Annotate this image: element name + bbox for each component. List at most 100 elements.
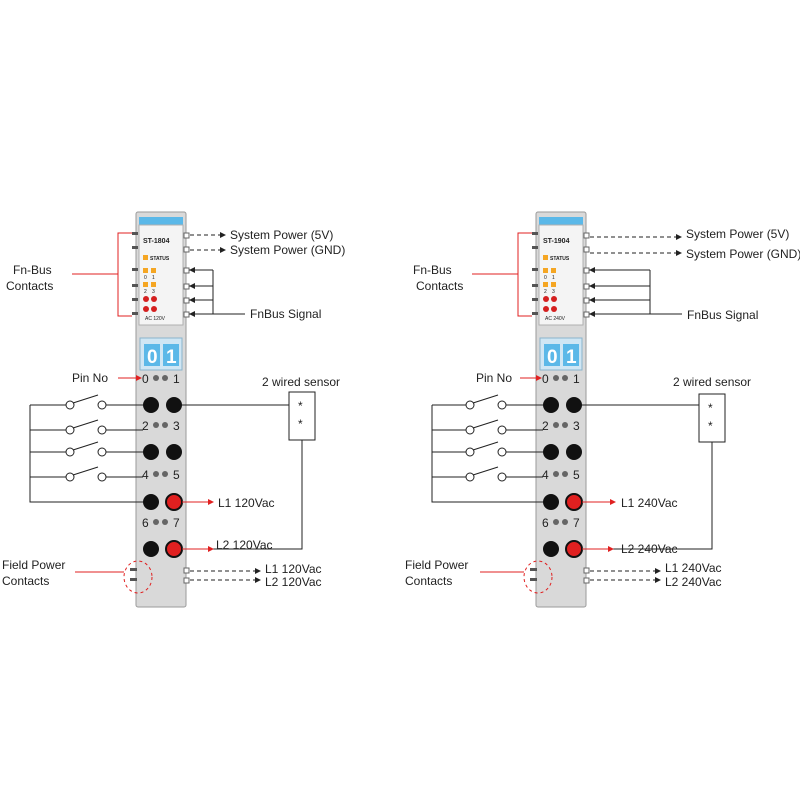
terminal-hole [543,397,559,413]
arrowhead [189,267,195,273]
field-power-highlight [523,560,553,594]
terminal-hole-l1 [165,493,183,511]
pin-dot [162,375,168,381]
fnbus-contact [532,284,538,287]
sensor-dot: * [298,417,303,431]
right-contact [583,232,590,239]
switch-blade [72,466,99,476]
switch-blade [472,419,499,429]
pin-number-1: 1 [173,372,180,386]
switch-contact [497,425,507,435]
fnbus-contact [132,298,138,301]
led-label-3: 3 [152,289,155,295]
sensor-box [288,391,316,441]
io-module: ST-1804 STATUS 0 1 2 3 AC 120V [130,211,190,608]
led-label-1: 1 [552,275,555,281]
common-bus-wire [29,405,143,503]
l1-label: L1 120Vac [218,496,275,510]
pin-number-4: 4 [542,468,549,482]
system-power-5v-label: System Power (5V) [230,228,333,242]
arrowhead [589,283,595,289]
pin-number-5: 5 [173,468,180,482]
switch-contact [65,447,75,457]
right-contact [183,311,190,318]
fnbus-signal-label: FnBus Signal [687,308,758,322]
power-led-4 [551,306,557,312]
pin-number-4: 4 [142,468,149,482]
system-power-5v-label: System Power (5V) [686,227,789,241]
field-power-contact [183,577,190,584]
terminal-hole-l1 [565,493,583,511]
field-power-label-line2: Contacts [2,574,49,588]
field-power-label-line1: Field Power [405,558,468,572]
voltage-tag: AC 240V [545,316,566,322]
switch-contact [65,425,75,435]
switch-contact [65,472,75,482]
arrowhead [608,546,614,552]
pin-number-6: 6 [542,516,549,530]
diagram-st-1804: ST-1804 STATUS 0 1 2 3 AC 120V [2,211,345,608]
pin-dot [562,375,568,381]
l2-label: L2 120Vac [216,538,273,552]
fnbus-contact [532,268,538,271]
field-power-contact [530,578,537,581]
terminal-hole [566,397,582,413]
arrowhead [655,577,661,583]
field-l2-label: L2 120Vac [265,575,322,589]
sensor-dot: * [298,399,303,413]
led-label-0: 0 [544,275,547,281]
arrowhead [536,375,542,381]
fnbus-contact [132,312,138,315]
diagram-st-1904: ST-1904 STATUS 0 1 2 3 AC 240V [405,211,800,608]
fnbus-signal-label: FnBus Signal [250,307,321,321]
arrowhead [589,267,595,273]
right-contact [183,267,190,274]
switch-blade [72,394,99,404]
field-power-contact [583,567,590,574]
sensor-dot: * [708,419,713,433]
switch-blade [472,441,499,451]
led-label-3: 3 [552,289,555,295]
arrowhead [189,283,195,289]
fnbus-label-line2: Contacts [416,279,463,293]
pin-no-label: Pin No [476,371,512,385]
arrowhead [189,297,195,303]
channel-led-0 [143,268,148,273]
status-led [143,255,148,260]
led-label-2: 2 [544,289,547,295]
fnbus-contact [532,246,538,249]
arrowhead [610,499,616,505]
status-label: STATUS [150,256,170,262]
switch-contact [97,447,107,457]
module-top-accent [539,217,583,225]
right-contact [183,297,190,304]
fnbus-bracket [517,232,532,317]
system-power-gnd-label: System Power (GND) [230,243,345,257]
switch-contact [497,447,507,457]
sensor-box [698,393,726,443]
field-l1-label: L1 240Vac [665,561,722,575]
arrowhead [655,568,661,574]
terminal-hole-l2 [565,540,583,558]
power-led-1 [543,296,549,302]
terminal-hole [166,444,182,460]
pin-dot [162,519,168,525]
status-label: STATUS [550,256,570,262]
module-top-accent [139,217,183,225]
field-power-contact [530,568,537,571]
right-contact [583,246,590,253]
status-led [543,255,548,260]
field-power-contact [183,567,190,574]
terminal-hole [143,444,159,460]
arrowhead [255,568,261,574]
switch-contact [497,472,507,482]
fnbus-contact [132,232,138,235]
pin-dot [153,422,159,428]
pin-number-2: 2 [542,419,549,433]
switch-contact [65,400,75,410]
pin-number-0: 0 [542,372,549,386]
right-contact [583,267,590,274]
power-led-4 [151,306,157,312]
fnbus-contact [132,268,138,271]
